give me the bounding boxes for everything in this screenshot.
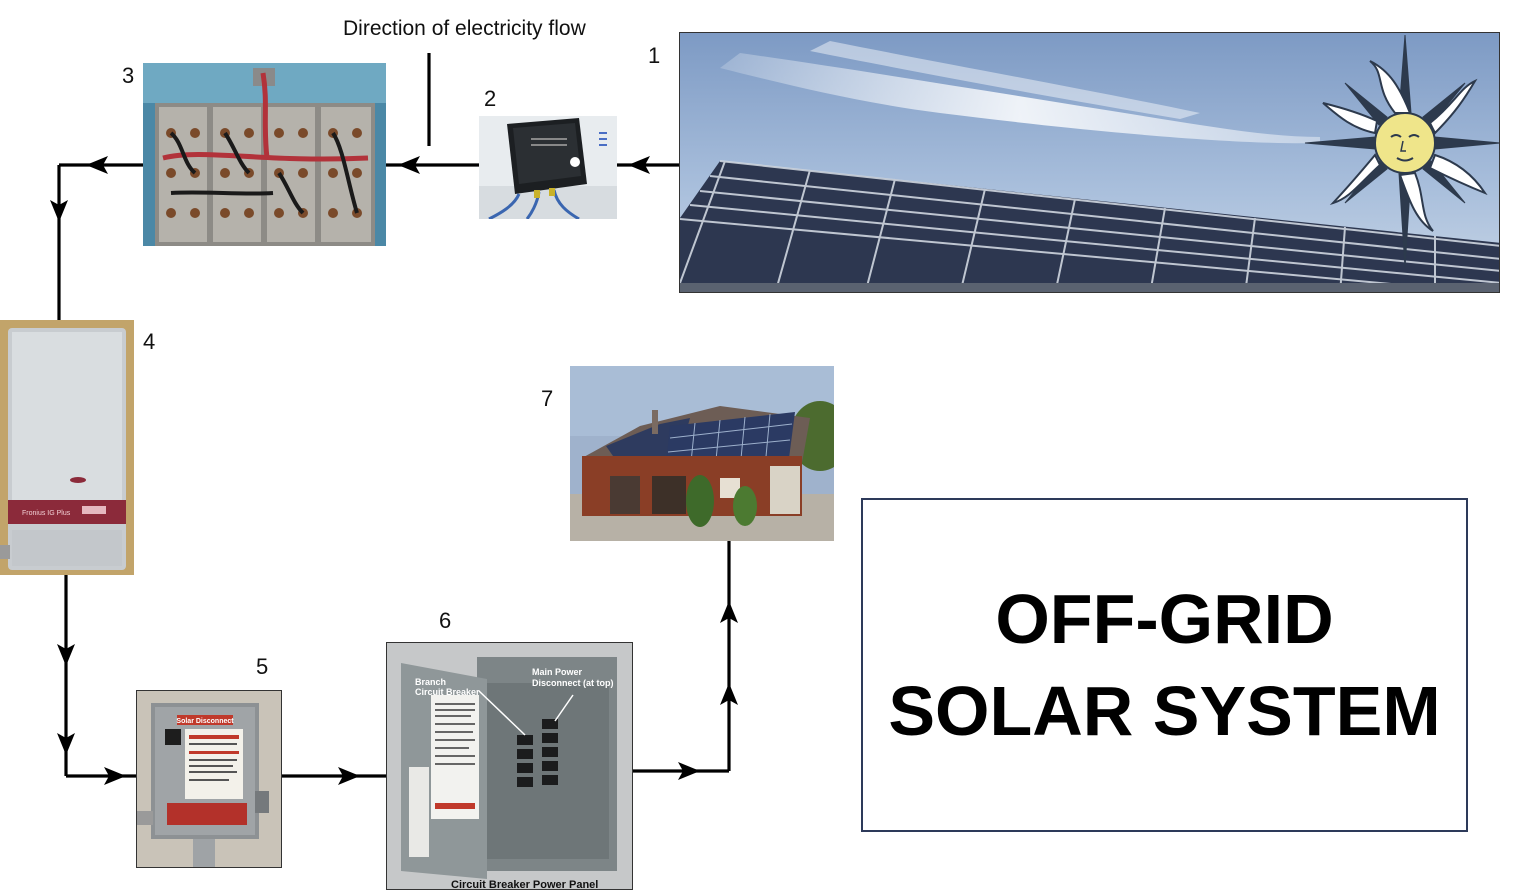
- inverter-photo: Fronius IG Plus: [0, 320, 134, 575]
- step-number-2: 2: [484, 86, 497, 111]
- main-power-label-1: Main Power: [532, 667, 583, 677]
- branch-breaker-label-1: Branch: [415, 677, 446, 687]
- title-box: OFF-GRID SOLAR SYSTEM: [861, 498, 1468, 832]
- solar-disconnect-photo: Solar Disconnect: [136, 690, 282, 868]
- solar-array-photo: [679, 32, 1500, 293]
- branch-breaker-label-2: Circuit Breaker: [415, 687, 480, 697]
- panel-caption-label: Circuit Breaker Power Panel: [451, 879, 598, 890]
- step-number-1: 1: [648, 43, 661, 68]
- step-number-7: 7: [541, 386, 554, 411]
- sun-icon: [1304, 34, 1499, 269]
- solar-disconnect-label: Solar Disconnect: [176, 718, 234, 725]
- inverter-brand-label: Fronius IG Plus: [22, 510, 71, 517]
- house-photo: [570, 366, 834, 541]
- step-number-4: 4: [143, 329, 156, 354]
- step-number-3: 3: [122, 63, 135, 88]
- breaker-panel-photo: Branch Circuit Breaker Main Power Discon…: [386, 642, 633, 890]
- title-line-1: OFF-GRID: [995, 580, 1334, 658]
- title-line-2: SOLAR SYSTEM: [888, 672, 1441, 750]
- main-power-label-2: Disconnect (at top): [532, 678, 614, 688]
- step-number-5: 5: [256, 654, 269, 679]
- flow-direction-caption: Direction of electricity flow: [343, 17, 586, 40]
- battery-bank-photo: [143, 63, 386, 246]
- charge-controller-photo: [479, 116, 617, 219]
- step-number-6: 6: [439, 608, 452, 633]
